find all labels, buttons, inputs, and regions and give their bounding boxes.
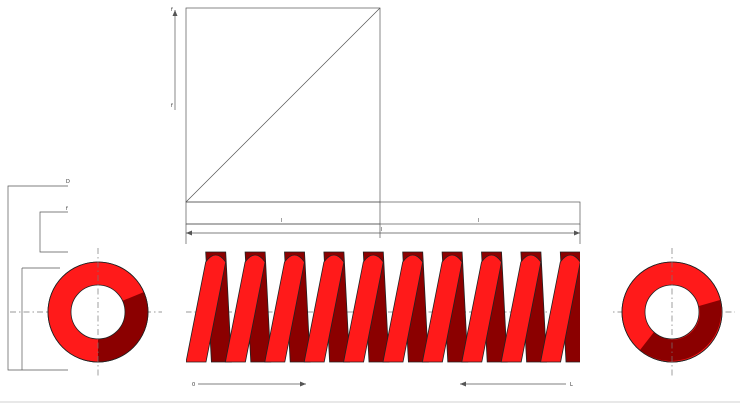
coil-mask-left — [162, 246, 186, 368]
left-end-view — [47, 248, 149, 378]
reference-band — [185, 201, 581, 225]
label-l-total: l — [381, 227, 382, 233]
dim-l-total-arrow-left — [186, 230, 192, 236]
coil-front-strand — [461, 254, 502, 363]
label-arrow-right: L — [570, 382, 573, 388]
coil-front-strand — [343, 254, 384, 363]
label-l-right: l — [478, 218, 479, 224]
dim-d-outer — [7, 185, 68, 371]
label-arrow-left: 0 — [192, 382, 195, 388]
coil-front-strand — [264, 254, 305, 363]
bottom-arrow-left-head — [300, 381, 306, 387]
dim-l-total-arrow-right — [574, 230, 580, 236]
label-f: f — [171, 103, 173, 109]
fmax-arrow-head — [172, 10, 178, 16]
coil-front-strand — [224, 254, 266, 363]
right-end-view — [621, 248, 723, 378]
label-fmax: f — [171, 7, 173, 13]
coil-front-strand — [421, 254, 463, 363]
label-d-outer: D — [66, 179, 70, 185]
bottom-arrow-right-head — [460, 381, 466, 387]
coil-front-strand — [303, 254, 345, 363]
coil-front-strand — [500, 254, 542, 363]
dim-f-small — [39, 211, 68, 253]
coil-front-strand — [185, 254, 227, 363]
label-f-small: f — [66, 206, 68, 212]
label-l-left: l — [281, 218, 282, 224]
right-ring-shade — [640, 300, 722, 361]
coil-mask-right — [580, 246, 610, 368]
spring-coils — [162, 246, 610, 368]
coil-front-strand — [382, 254, 424, 363]
deflection-diagonal — [185, 7, 381, 203]
